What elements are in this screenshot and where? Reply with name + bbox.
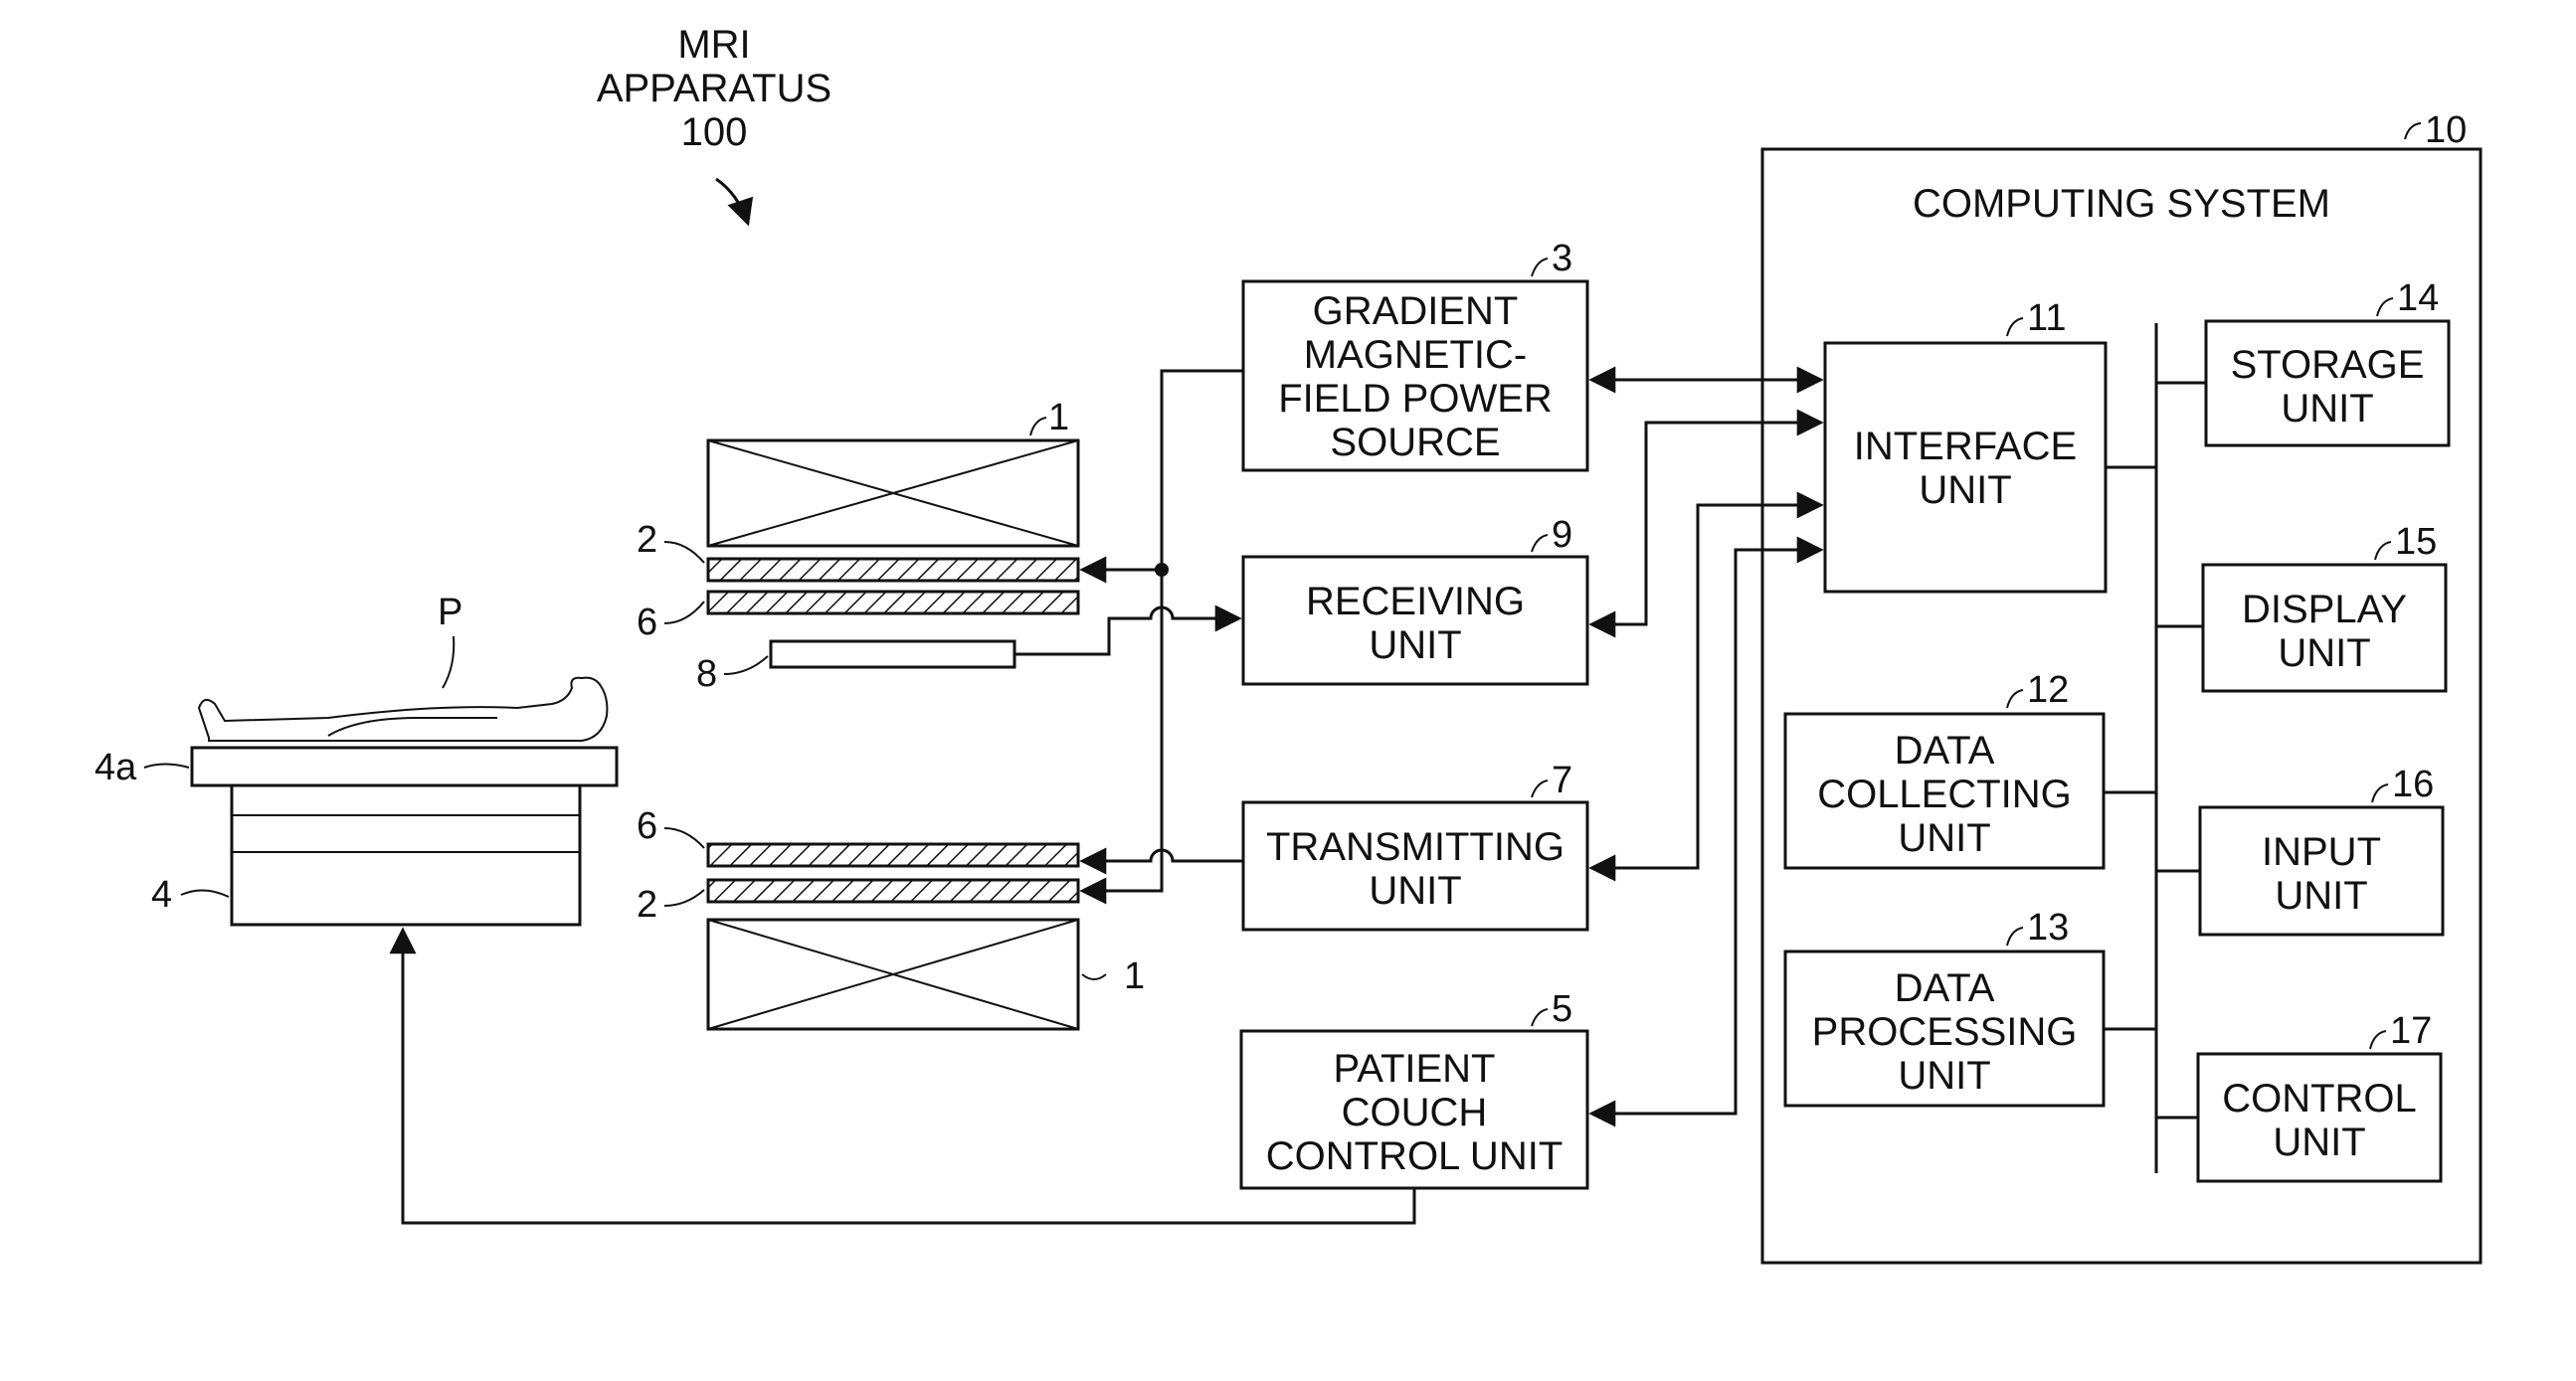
rf-coil-bottom: 6 — [637, 805, 1078, 866]
svg-text:COLLECTING: COLLECTING — [1817, 773, 2072, 816]
svg-text:TRANSMITTING: TRANSMITTING — [1266, 825, 1564, 869]
patient-figure: P — [199, 592, 607, 741]
svg-text:UNIT: UNIT — [1369, 869, 1461, 913]
receiving-unit-box: RECEIVING UNIT 9 — [1243, 514, 1587, 684]
svg-text:INPUT: INPUT — [2262, 830, 2381, 874]
svg-text:GRADIENT: GRADIENT — [1313, 289, 1519, 333]
svg-text:RECEIVING: RECEIVING — [1306, 580, 1525, 623]
apparatus-caption: MRI APPARATUS 100 — [597, 23, 831, 224]
svg-text:5: 5 — [1552, 988, 1572, 1030]
svg-text:UNIT: UNIT — [2273, 1121, 2365, 1164]
svg-text:11: 11 — [2027, 297, 2066, 339]
svg-text:3: 3 — [1552, 238, 1572, 279]
svg-text:4: 4 — [151, 874, 172, 916]
receive-coil: 8 — [696, 641, 1014, 695]
svg-text:COMPUTING SYSTEM: COMPUTING SYSTEM — [1913, 182, 2330, 226]
svg-text:15: 15 — [2395, 521, 2437, 563]
svg-text:MAGNETIC-: MAGNETIC- — [1304, 333, 1527, 377]
svg-text:7: 7 — [1552, 760, 1572, 801]
svg-text:DATA: DATA — [1895, 966, 1995, 1010]
gradient-power-source-box: GRADIENT MAGNETIC- FIELD POWER SOURCE 3 — [1243, 238, 1587, 470]
svg-text:MRI: MRI — [677, 23, 750, 67]
svg-text:2: 2 — [637, 519, 657, 561]
svg-text:8: 8 — [696, 653, 717, 695]
svg-text:APPARATUS: APPARATUS — [597, 67, 831, 110]
svg-text:CONTROL: CONTROL — [2222, 1077, 2417, 1121]
svg-text:FIELD POWER: FIELD POWER — [1278, 377, 1553, 421]
svg-text:10: 10 — [2425, 109, 2467, 151]
svg-text:1: 1 — [1124, 955, 1145, 997]
svg-text:INTERFACE: INTERFACE — [1854, 425, 2077, 468]
magnet-top: 1 — [708, 397, 1078, 546]
svg-text:16: 16 — [2392, 764, 2434, 805]
rf-coil-top: 6 — [637, 592, 1078, 643]
svg-text:1: 1 — [1048, 397, 1069, 438]
svg-text:COUCH: COUCH — [1342, 1091, 1488, 1134]
svg-text:6: 6 — [637, 805, 657, 847]
svg-text:DISPLAY: DISPLAY — [2242, 588, 2407, 631]
svg-text:100: 100 — [681, 110, 748, 154]
svg-text:14: 14 — [2397, 277, 2439, 319]
svg-text:UNIT: UNIT — [1369, 623, 1461, 667]
svg-text:12: 12 — [2027, 669, 2069, 711]
svg-text:UNIT: UNIT — [2281, 387, 2373, 431]
svg-text:SOURCE: SOURCE — [1330, 421, 1500, 464]
transmitting-unit-box: TRANSMITTING UNIT 7 — [1243, 760, 1587, 930]
svg-text:UNIT: UNIT — [1898, 816, 1990, 860]
svg-text:CONTROL UNIT: CONTROL UNIT — [1266, 1134, 1564, 1178]
svg-text:PROCESSING: PROCESSING — [1812, 1010, 2078, 1054]
svg-text:4a: 4a — [94, 747, 137, 788]
svg-text:6: 6 — [637, 602, 657, 643]
magnet-bottom: 1 — [708, 920, 1145, 1029]
svg-text:P: P — [438, 592, 462, 633]
couch-top: 4a — [94, 747, 617, 788]
svg-text:17: 17 — [2390, 1010, 2432, 1052]
svg-text:9: 9 — [1552, 514, 1572, 556]
svg-text:2: 2 — [637, 884, 657, 926]
couch-control-unit-box: PATIENT COUCH CONTROL UNIT 5 — [1241, 988, 1587, 1188]
svg-text:STORAGE: STORAGE — [2231, 343, 2425, 387]
svg-text:13: 13 — [2027, 907, 2069, 949]
svg-text:UNIT: UNIT — [1919, 468, 2011, 512]
couch: 4 — [151, 785, 580, 925]
svg-text:UNIT: UNIT — [2275, 874, 2367, 918]
svg-text:DATA: DATA — [1895, 729, 1995, 773]
svg-text:UNIT: UNIT — [1898, 1054, 1990, 1098]
svg-text:PATIENT: PATIENT — [1334, 1047, 1496, 1091]
svg-text:UNIT: UNIT — [2278, 631, 2370, 675]
